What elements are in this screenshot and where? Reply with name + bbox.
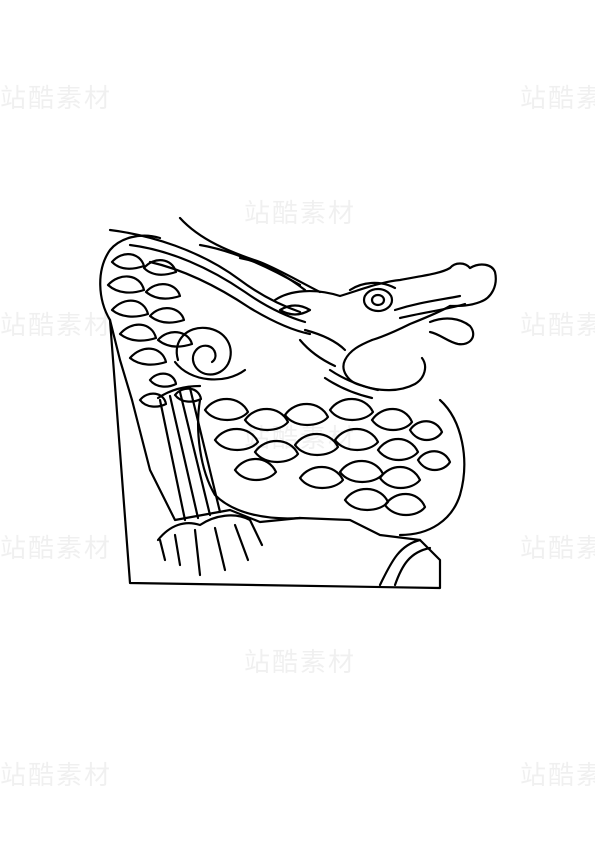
watermark-text: 站酷素材 (0, 84, 113, 114)
swirl-curl (173, 326, 247, 381)
body-scales (203, 397, 452, 517)
dragon-head (273, 262, 497, 400)
watermark-text: 站酷素材 (244, 424, 357, 454)
watermark-text: 站酷素材 (0, 534, 113, 564)
watermark-text: 站酷素材 (0, 761, 113, 791)
claw (156, 514, 264, 577)
watermark-text: 站酷素材 (244, 199, 357, 229)
back-scales (106, 253, 194, 366)
body-outline-right (398, 398, 466, 537)
mane (108, 216, 322, 336)
watermark-text: 站酷素材 (520, 311, 595, 341)
neck-scales (138, 372, 203, 408)
pedestal-outline (108, 318, 442, 590)
pedestal-rock-2 (393, 546, 432, 587)
watermark-text: 站酷素材 (520, 84, 595, 114)
watermark-text: 站酷素材 (520, 761, 595, 791)
watermark-text: 站酷素材 (244, 648, 357, 678)
chest-stripes (156, 384, 222, 522)
pedestal-rock (378, 538, 422, 587)
watermark-text: 站酷素材 (520, 534, 595, 564)
watermark-text: 站酷素材 (0, 311, 113, 341)
